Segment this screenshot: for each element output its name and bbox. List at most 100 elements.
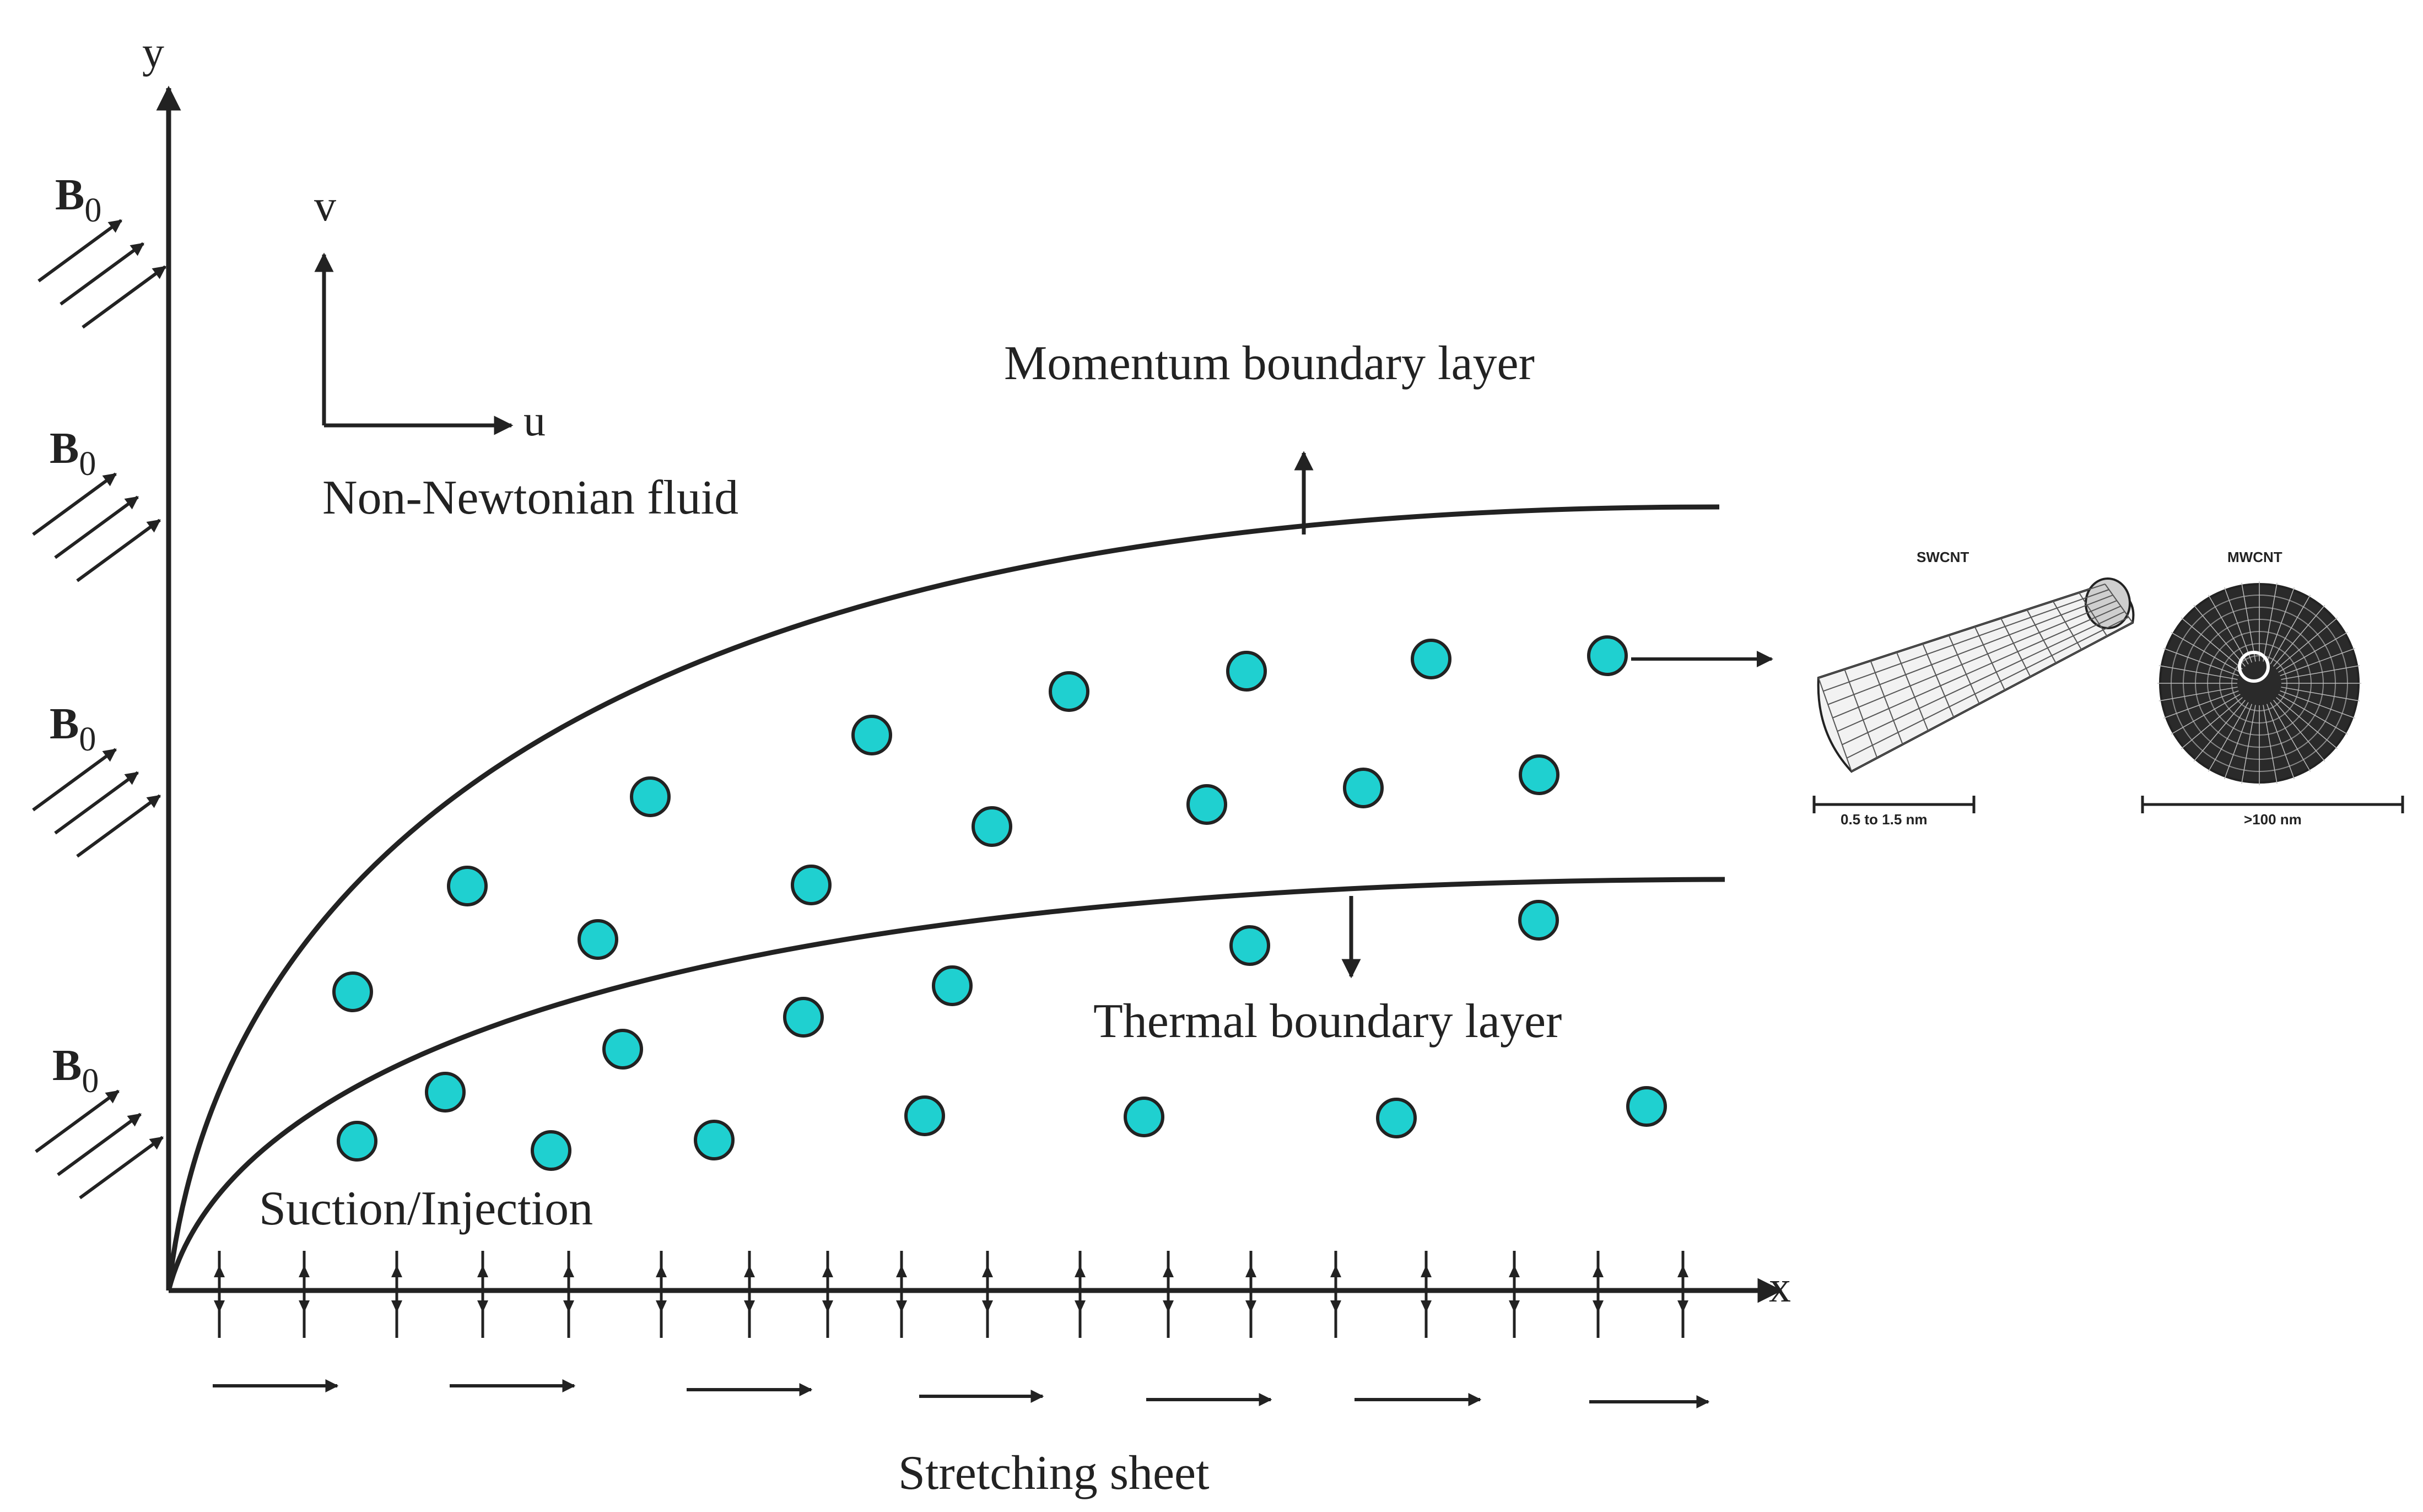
momentum-boundary-curve <box>166 504 1720 1291</box>
suction-injection-markers <box>214 1251 1688 1338</box>
mwcnt-illustration: MWCNT >100 nm <box>2141 549 2404 828</box>
sheet-marker-down-arrow <box>1330 1300 1341 1313</box>
sheet-marker-down-arrow <box>1677 1300 1688 1313</box>
sheet-marker-up-arrow <box>1421 1265 1432 1277</box>
sheet-marker-up-arrow <box>391 1265 402 1277</box>
nanoparticle <box>578 919 618 960</box>
b0-label: B0 <box>50 700 96 758</box>
mwcnt-spoke <box>2208 702 2249 772</box>
sheet-marker-down-arrow <box>299 1300 310 1313</box>
magnetic-field-arrow <box>32 748 117 812</box>
swcnt-illustration: SWCNT 0.5 to 1.5 nm <box>1812 549 2135 828</box>
swcnt-scale-label: 0.5 to 1.5 nm <box>1841 811 1928 828</box>
magnetic-field-arrow <box>54 771 139 835</box>
sheet-marker-down-arrow <box>656 1300 667 1313</box>
thermal-label: Thermal boundary layer <box>1093 995 1562 1048</box>
mwcnt-spoke <box>2181 617 2243 669</box>
mwcnt-scale-label: >100 nm <box>2244 811 2302 828</box>
sheet-marker-up-arrow <box>744 1265 755 1277</box>
sheet-marker-up-arrow <box>1330 1265 1341 1277</box>
sheet-marker-down-arrow <box>391 1300 402 1313</box>
nanoparticle <box>783 997 824 1038</box>
sheet-marker-up-arrow <box>1509 1265 1520 1277</box>
swcnt-mesh-ring <box>2052 601 2082 650</box>
swcnt-mesh-ring <box>1870 660 1903 745</box>
mwcnt-spoke <box>2280 648 2356 677</box>
swcnt-mesh-ring <box>2026 609 2057 664</box>
nanoparticle <box>1049 671 1089 712</box>
sheet-marker-down-arrow <box>477 1300 488 1313</box>
mwcnt-spoke <box>2224 587 2253 663</box>
mwcnt-spoke <box>2273 700 2325 762</box>
mwcnt-spoke <box>2181 697 2243 749</box>
sheet-marker-up-arrow <box>1075 1265 1086 1277</box>
mwcnt-spoke <box>2263 582 2278 662</box>
magnetic-field-arrow <box>82 265 166 329</box>
nanoparticle <box>531 1130 571 1171</box>
nanoparticle <box>1519 754 1559 795</box>
nanoparticle <box>1186 784 1227 825</box>
nanoparticle <box>602 1029 643 1070</box>
mwcnt-spoke <box>2278 694 2348 735</box>
swcnt-mesh-ring <box>1896 652 1929 731</box>
mwcnt-spoke <box>2273 604 2325 667</box>
sheet-marker-up-arrow <box>822 1265 833 1277</box>
mwcnt-spoke <box>2276 697 2338 749</box>
nanoparticle <box>1226 651 1267 692</box>
mwcnt-spoke <box>2281 665 2360 680</box>
x-axis-label: x <box>1769 1263 1791 1311</box>
mwcnt-spoke <box>2281 687 2360 701</box>
nanoparticle <box>447 866 488 906</box>
fluid-label: Non-Newtonian fluid <box>322 471 738 525</box>
swcnt-mesh-line <box>1818 584 2106 678</box>
mwcnt-spoke <box>2241 705 2256 784</box>
sheet-marker-down-arrow <box>896 1300 907 1313</box>
magnetic-field-arrow <box>60 242 144 306</box>
thermal-boundary-curve <box>166 877 1725 1292</box>
nanoparticle <box>1229 925 1270 966</box>
mwcnt-spoke <box>2158 665 2238 680</box>
swcnt-mesh-line <box>1827 595 2113 705</box>
nanoparticle <box>904 1095 945 1136</box>
nanoparticle <box>332 971 373 1012</box>
mwcnt-spoke <box>2263 705 2278 784</box>
sheet-marker-up-arrow <box>1677 1265 1688 1277</box>
swcnt-mesh-ring <box>1948 635 1980 704</box>
mwcnt-spoke <box>2276 617 2338 669</box>
sheet-marker-up-arrow <box>896 1265 907 1277</box>
mwcnt-spoke <box>2266 587 2295 663</box>
nanoparticle <box>1587 635 1628 676</box>
momentum-label: Momentum boundary layer <box>1004 337 1535 390</box>
swcnt-mesh-line <box>1837 606 2121 732</box>
nanoparticle <box>932 965 973 1006</box>
nanoparticle <box>337 1121 377 1162</box>
y-axis-label: y <box>142 29 164 77</box>
mwcnt-spoke <box>2163 690 2239 719</box>
mwcnt-spoke <box>2270 702 2311 772</box>
swcnt-tube-shape <box>1817 577 2135 773</box>
magnetic-field-arrow <box>79 1136 164 1200</box>
sheet-marker-up-arrow <box>477 1265 488 1277</box>
magnetic-field-arrow <box>35 1089 120 1153</box>
sheet-marker-up-arrow <box>1245 1265 1256 1277</box>
nanoparticle <box>1626 1086 1667 1127</box>
swcnt-mesh-line <box>1842 611 2125 746</box>
magnetic-field-arrow <box>37 219 122 283</box>
nanoparticle <box>1124 1097 1164 1137</box>
mwcnt-spoke <box>2171 631 2241 673</box>
nanoparticle <box>1376 1098 1417 1138</box>
sheet-marker-down-arrow <box>563 1300 574 1313</box>
sheet-marker-down-arrow <box>1075 1300 1086 1313</box>
sheet-marker-down-arrow <box>744 1300 755 1313</box>
swcnt-mesh-line <box>1823 589 2109 692</box>
sheet-marker-up-arrow <box>656 1265 667 1277</box>
mwcnt-spoke <box>2224 704 2253 780</box>
sheet-marker-down-arrow <box>1421 1300 1432 1313</box>
nanoparticle <box>1411 639 1451 679</box>
mwcnt-spoke <box>2171 694 2241 735</box>
mwcnt-spoke <box>2270 595 2311 665</box>
b0-label: B0 <box>52 1041 99 1100</box>
mwcnt-spoke <box>2280 690 2356 719</box>
swcnt-mesh-line <box>1851 622 2133 772</box>
